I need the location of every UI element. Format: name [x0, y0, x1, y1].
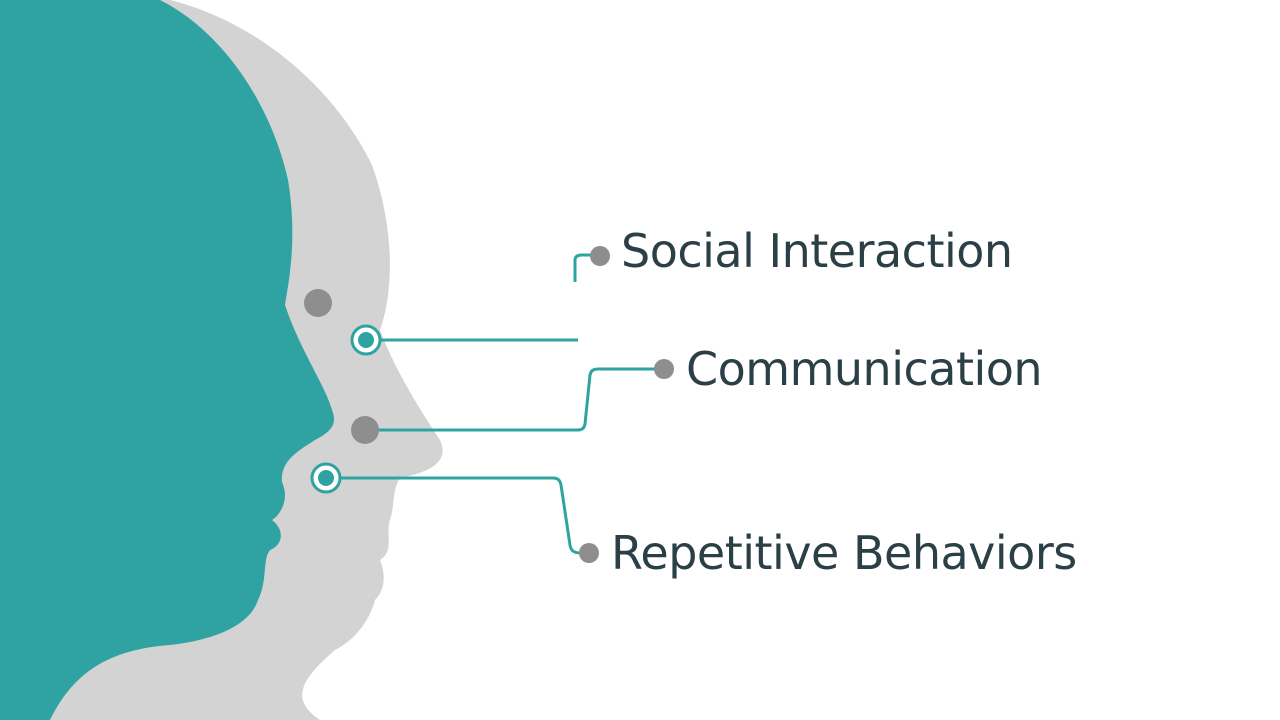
repetitive-behaviors-label: Repetitive Behaviors: [611, 526, 1077, 580]
teal-head-silhouette: [0, 0, 335, 720]
communication-bullet-dot: [654, 359, 674, 379]
communication-connector-line: [378, 367, 662, 432]
repetitive-bullet-dot: [579, 543, 599, 563]
social-interaction-label: Social Interaction: [621, 224, 1013, 278]
forehead-gray-dot: [304, 289, 332, 317]
social-bullet-dot: [590, 246, 610, 266]
mouth-target-marker-inner: [318, 470, 334, 486]
nose-gray-dot: [351, 416, 379, 444]
eye-target-marker-inner: [358, 332, 374, 348]
communication-label: Communication: [686, 342, 1043, 396]
repetitive-connector-line: [340, 476, 586, 555]
social-connector-line: [573, 253, 598, 282]
